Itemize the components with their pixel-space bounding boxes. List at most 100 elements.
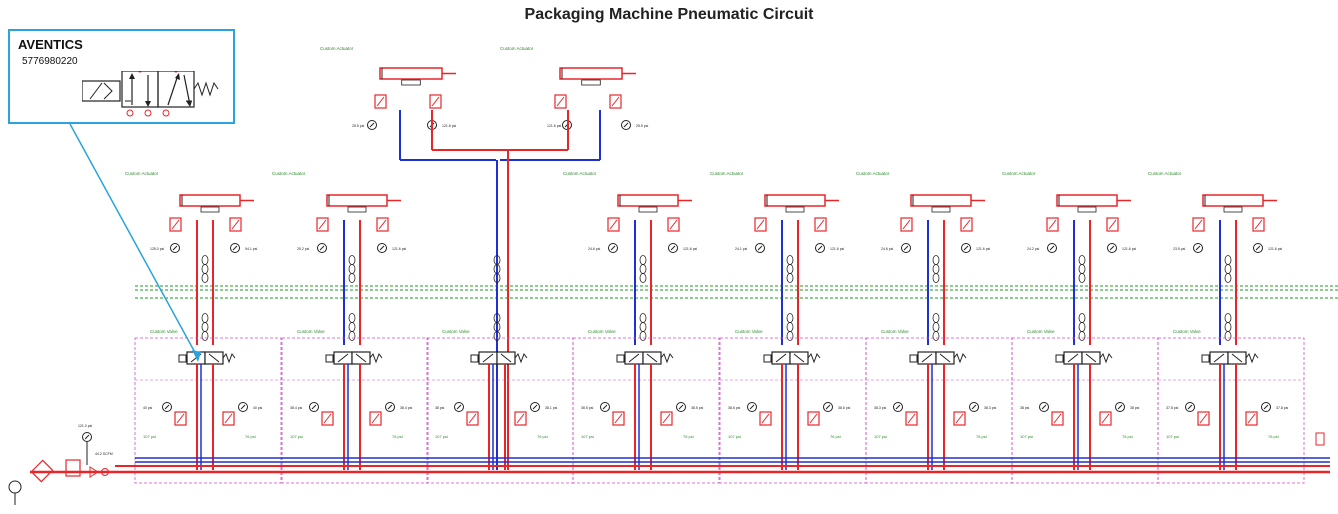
valve-label: Custom Valve (588, 329, 616, 334)
valve-section-boundary (426, 337, 574, 484)
flow-control-arrow (955, 413, 964, 424)
gauge-needle (369, 122, 375, 128)
valve-label: Custom Valve (297, 329, 325, 334)
valve-section-boundary (572, 337, 720, 484)
valve-gauge-label: 38 psi (1020, 406, 1030, 410)
tube-connector-icon (201, 264, 209, 274)
valve-section-boundary (1011, 337, 1159, 484)
valve-solenoid-icon (470, 354, 479, 363)
cylinder-sensor (638, 206, 658, 213)
tube-connector-icon (1224, 313, 1232, 323)
valve-gauge-label: 38.5 psi (581, 406, 593, 410)
flow-control-arrow (231, 219, 240, 230)
cylinder-actuator-icon (179, 194, 241, 207)
flow-control-arrow (962, 219, 971, 230)
page-title: Packaging Machine Pneumatic Circuit (524, 6, 814, 23)
callout-leader-line (69, 123, 199, 359)
tube-connector-icon (639, 331, 647, 341)
exhaust-pressure-label: 76 psi (830, 434, 841, 439)
gauge-needle (895, 404, 901, 410)
flow-control-arrow (378, 219, 387, 230)
cylinder-actuator-icon (1202, 194, 1264, 207)
tube-connector-icon (786, 264, 794, 274)
regulator-icon (1099, 411, 1112, 426)
flow-control-arrow (323, 413, 332, 424)
flow-control-arrow (1254, 219, 1263, 230)
gauge-needle (1041, 404, 1047, 410)
flow-control-arrow (662, 413, 671, 424)
valve-arrow (1213, 353, 1225, 363)
gauge-label: 24.1 psi (735, 247, 747, 251)
valve-gauge-label: 37.8 psi (1166, 406, 1178, 410)
actuator-label: Custom Actuator (272, 171, 306, 176)
tube-connector-icon (639, 255, 647, 265)
gauge-needle (240, 404, 246, 410)
flow-control-arrow (318, 219, 327, 230)
supply-pressure-label: 107 psi (728, 434, 741, 439)
gauge-needle (825, 404, 831, 410)
top-flow-control-icon (374, 94, 387, 109)
top-gauge-label: 121.6 psi (547, 124, 561, 128)
valve-spring-icon (807, 352, 821, 364)
gauge-label: 25.2 psi (297, 247, 309, 251)
cylinder-sensor (1223, 206, 1243, 213)
tube-connector-icon (1078, 313, 1086, 323)
check-valve-icon (89, 466, 99, 478)
top-flow-control-icon (609, 94, 622, 109)
valve-arrow (337, 353, 349, 363)
flow-control-arrow (809, 413, 818, 424)
valve-arrow (355, 353, 367, 363)
gauge-needle (1195, 245, 1201, 251)
actuator-label: Custom Actuator (563, 171, 597, 176)
flow-control-icon (960, 217, 973, 232)
exhaust-pressure-label: 76 psi (683, 434, 694, 439)
valve-arrow (939, 353, 951, 363)
tube-connector-icon (932, 255, 940, 265)
tube-connector-icon (786, 313, 794, 323)
valve-gauge-label: 38.4 psi (400, 406, 412, 410)
tube-connector-icon (348, 322, 356, 332)
valve-label: Custom Valve (735, 329, 763, 334)
gauge-label: 24.6 psi (881, 247, 893, 251)
regulator-icon (174, 411, 187, 426)
regulator-icon (612, 411, 625, 426)
gauge-needle (532, 404, 538, 410)
valve-label: Custom Valve (1173, 329, 1201, 334)
flow-control-icon (814, 217, 827, 232)
flow-control-icon (754, 217, 767, 232)
tube-connector-icon (201, 322, 209, 332)
exhaust-pressure-label: 76 psi (1122, 434, 1133, 439)
regulator-icon (953, 411, 966, 426)
flow-control-icon (376, 217, 389, 232)
valve-label: Custom Valve (881, 329, 909, 334)
callout-arrow-icon (192, 350, 201, 362)
valve-gauge-label: 38 psi (435, 406, 445, 410)
valve-arrow (628, 353, 640, 363)
gauge-needle (232, 245, 238, 251)
tube-connector-icon (493, 331, 501, 341)
valve-section-boundary (1157, 337, 1305, 484)
flow-control-icon (667, 217, 680, 232)
flow-control-arrow (761, 413, 770, 424)
tube-connector-icon (1224, 331, 1232, 341)
valve-spring-icon (1099, 352, 1113, 364)
tube-connector-icon (786, 331, 794, 341)
flow-control-icon (1046, 217, 1059, 232)
gauge-needle (1049, 245, 1055, 251)
valve-arrow (500, 353, 512, 363)
valve-gauge-label: 38.5 psi (691, 406, 703, 410)
exhaust-pressure-label: 76 psi (537, 434, 548, 439)
gauge-needle (164, 404, 170, 410)
flow-control-arrow (611, 96, 620, 107)
gauge-label: 121.6 psi (1122, 247, 1136, 251)
valve-solenoid-icon (616, 354, 625, 363)
regulator-icon (369, 411, 382, 426)
tube-connector-icon (932, 322, 940, 332)
regulator-icon (1197, 411, 1210, 426)
regulator-icon (807, 411, 820, 426)
filter-icon (30, 459, 54, 483)
valve-solenoid-icon (325, 354, 334, 363)
tube-connector-icon (201, 331, 209, 341)
tube-connector-icon (639, 322, 647, 332)
tube-connector-icon (932, 313, 940, 323)
